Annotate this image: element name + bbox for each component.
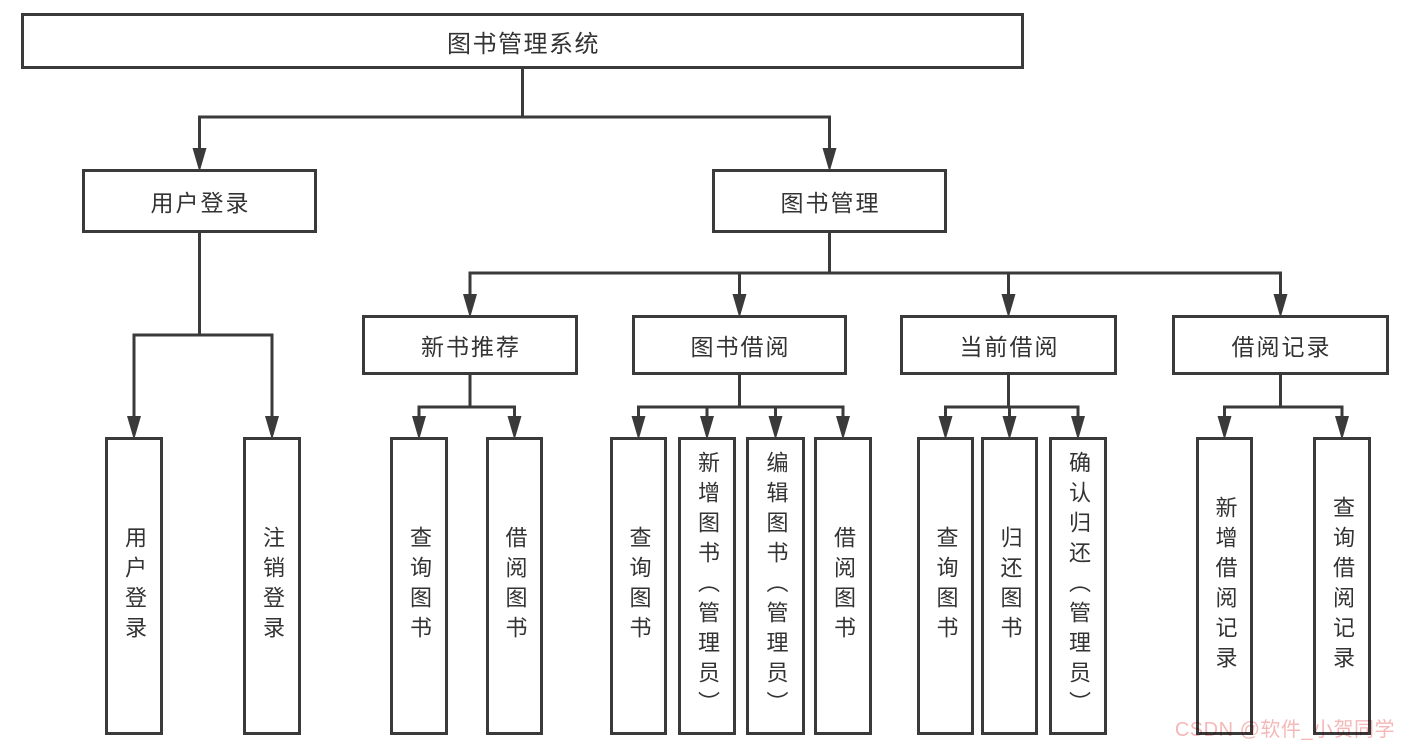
node-leaf-bb-edit: 编辑图书（管理员） [746, 437, 805, 735]
watermark-text: CSDN @软件_小贺同学 [1174, 719, 1395, 741]
node-label-book-borrow: 图书借阅 [690, 334, 791, 360]
node-label-root: 图书管理系统 [447, 30, 600, 58]
arrowhead-login-leaf-logout [265, 416, 279, 440]
arrowhead-mgmt-book-borrow [732, 294, 747, 318]
node-leaf-cb-confirm: 确认归还（管理员） [1049, 437, 1107, 735]
arrowhead-mgmt-current-borrow [1001, 294, 1016, 318]
node-label-leaf-rec-add: 新增借阅记录 [1212, 496, 1238, 676]
arrowhead-book-borrow-leaf-bb-add [700, 416, 714, 440]
node-label-mgmt: 图书管理 [780, 190, 881, 216]
node-root: 图书管理系统 [21, 13, 1024, 69]
node-label-leaf-nb-borrow: 借阅图书 [502, 526, 528, 646]
node-mgmt: 图书管理 [712, 169, 947, 233]
node-leaf-bb-borrow: 借阅图书 [814, 437, 872, 735]
node-label-leaf-user-login: 用户登录 [122, 526, 147, 646]
arrowhead-new-books-leaf-nb-query [412, 416, 426, 440]
arrowhead-borrow-records-leaf-rec-add [1217, 416, 1232, 440]
node-label-leaf-bb-query: 查询图书 [626, 526, 652, 646]
node-leaf-bb-query: 查询图书 [610, 437, 667, 735]
arrowhead-mgmt-borrow-records [1273, 294, 1288, 318]
node-leaf-bb-add: 新增图书（管理员） [678, 437, 736, 735]
arrowhead-book-borrow-leaf-bb-borrow [836, 416, 850, 440]
arrowhead-borrow-records-leaf-rec-query [1335, 416, 1349, 440]
node-leaf-user-login: 用户登录 [105, 437, 163, 735]
arrowhead-current-borrow-leaf-cb-query [938, 416, 953, 440]
node-label-login: 用户登录 [150, 190, 251, 216]
node-label-current-borrow: 当前借阅 [959, 334, 1060, 360]
arrowhead-book-borrow-leaf-bb-query [631, 416, 646, 440]
arrowhead-current-borrow-leaf-cb-confirm [1071, 416, 1085, 440]
arrowhead-new-books-leaf-nb-borrow [507, 416, 522, 440]
node-leaf-nb-query: 查询图书 [390, 437, 448, 735]
node-leaf-logout: 注销登录 [243, 437, 301, 735]
node-label-leaf-bb-edit: 编辑图书（管理员） [763, 451, 789, 721]
arrowhead-root-mgmt [822, 148, 837, 172]
arrowhead-current-borrow-leaf-cb-return [1002, 416, 1017, 440]
arrowhead-book-borrow-leaf-bb-edit [768, 416, 783, 440]
node-new-books: 新书推荐 [362, 315, 578, 375]
node-login: 用户登录 [82, 169, 317, 233]
arrowhead-login-leaf-user-login [127, 416, 141, 440]
node-current-borrow: 当前借阅 [900, 315, 1117, 375]
node-label-leaf-cb-confirm: 确认归还（管理员） [1066, 451, 1091, 721]
node-label-leaf-logout: 注销登录 [260, 526, 285, 646]
node-label-leaf-bb-borrow: 借阅图书 [831, 526, 856, 646]
node-label-borrow-records: 借阅记录 [1231, 334, 1332, 360]
node-label-new-books: 新书推荐 [421, 334, 521, 360]
node-book-borrow: 图书借阅 [632, 315, 847, 375]
node-borrow-records: 借阅记录 [1172, 315, 1389, 375]
node-leaf-cb-query: 查询图书 [917, 437, 974, 735]
node-label-leaf-rec-query: 查询借阅记录 [1330, 496, 1355, 676]
node-label-leaf-cb-query: 查询图书 [933, 526, 959, 646]
node-leaf-rec-add: 新增借阅记录 [1196, 437, 1253, 735]
node-label-leaf-nb-query: 查询图书 [407, 526, 432, 646]
arrowhead-mgmt-new-books [463, 294, 477, 318]
node-leaf-nb-borrow: 借阅图书 [486, 437, 543, 735]
arrowhead-root-login [192, 148, 207, 172]
node-label-leaf-cb-return: 归还图书 [997, 526, 1023, 646]
node-leaf-rec-query: 查询借阅记录 [1313, 437, 1371, 735]
node-label-leaf-bb-add: 新增图书（管理员） [695, 451, 720, 721]
node-leaf-cb-return: 归还图书 [981, 437, 1038, 735]
